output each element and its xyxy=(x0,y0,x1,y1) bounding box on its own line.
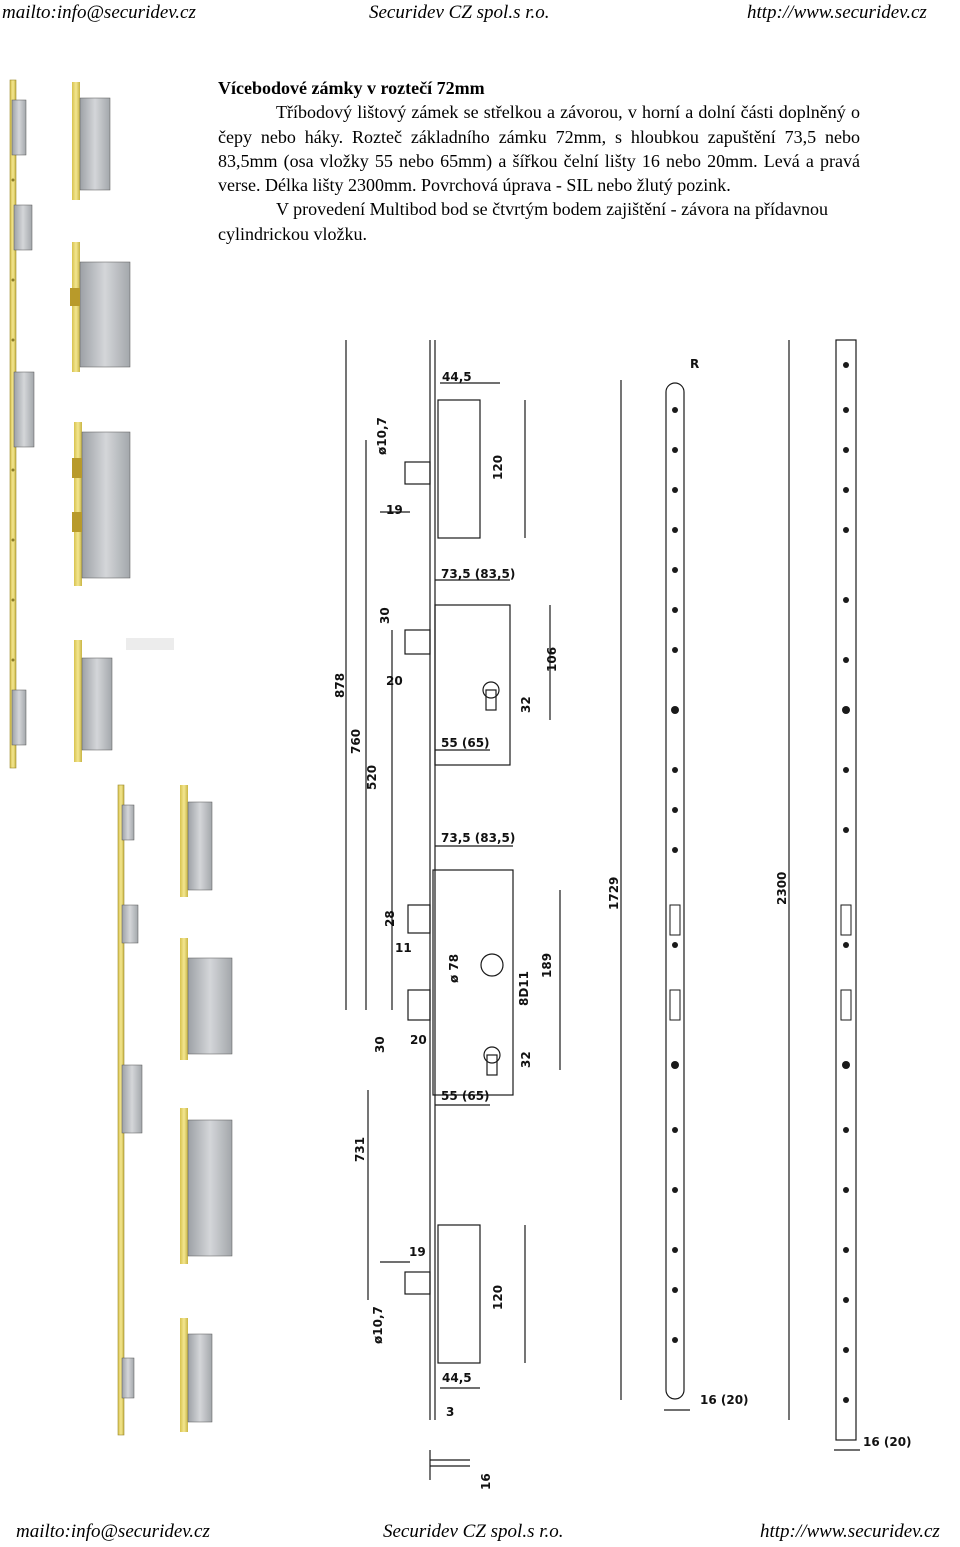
dim-28: 28 xyxy=(383,910,397,927)
strip-slots xyxy=(669,904,852,1021)
dim-r: R xyxy=(690,357,699,371)
intro-paragraph-2: V provedení Multibod bod se čtvrtým bode… xyxy=(218,199,829,244)
header-mail-link[interactable]: mailto:info@securidev.cz xyxy=(2,2,196,23)
dim-44-5-top: 44,5 xyxy=(442,370,472,384)
section-title: Vícebodové zámky v roztečí 72mm xyxy=(218,78,485,98)
dim-73-5-b: 73,5 (83,5) xyxy=(441,831,515,845)
dim-30-b: 30 xyxy=(373,1036,387,1053)
lock-photo-1 xyxy=(9,79,35,769)
lock-photo-4 xyxy=(180,785,233,1432)
dim-8d11: 8D11 xyxy=(517,971,531,1006)
intro-paragraph-1: Tříbodový lištový zámek se střelkou a zá… xyxy=(218,102,860,196)
dim-106: 106 xyxy=(545,647,559,672)
dim-32-a: 32 xyxy=(519,696,533,713)
dim-16: 16 xyxy=(479,1473,493,1490)
dim-16-20-a: 16 (20) xyxy=(700,1393,749,1407)
intro-text: Vícebodové zámky v roztečí 72mm Tříbodov… xyxy=(218,76,860,246)
strip-holes xyxy=(671,362,850,1403)
dim-120-bottom: 120 xyxy=(491,1285,505,1310)
dim-73-5-a: 73,5 (83,5) xyxy=(441,567,515,581)
dim-731: 731 xyxy=(353,1137,367,1162)
dim-189: 189 xyxy=(540,953,554,978)
dim-44-5-bottom: 44,5 xyxy=(442,1371,472,1385)
dim-20-b: 20 xyxy=(410,1033,427,1047)
dim-d78: ø 78 xyxy=(447,954,461,983)
dim-19-top: 19 xyxy=(386,503,403,517)
dim-520: 520 xyxy=(365,765,379,790)
dim-30-a: 30 xyxy=(378,607,392,624)
dim-878: 878 xyxy=(333,673,347,698)
dim-55-a: 55 (65) xyxy=(441,736,490,750)
dim-d10-7-top: ø10,7 xyxy=(375,417,389,455)
dim-32-b: 32 xyxy=(519,1051,533,1068)
dim-d10-7-bottom: ø10,7 xyxy=(371,1306,385,1344)
page-header: mailto:info@securidev.cz Securidev CZ sp… xyxy=(0,2,960,26)
page-footer: mailto:info@securidev.cz Securidev CZ sp… xyxy=(0,1521,960,1545)
dim-20-a: 20 xyxy=(386,674,403,688)
dim-11: 11 xyxy=(395,941,412,955)
dim-1729: 1729 xyxy=(607,877,621,910)
drawing-main xyxy=(345,339,860,1480)
dim-120-top: 120 xyxy=(491,455,505,480)
header-web-link[interactable]: http://www.securidev.cz xyxy=(747,2,927,23)
lock-photo-2 xyxy=(70,82,174,762)
footer-web-link[interactable]: http://www.securidev.cz xyxy=(760,1521,940,1542)
dim-19-bottom: 19 xyxy=(409,1245,426,1259)
dim-55-b: 55 (65) xyxy=(441,1089,490,1103)
lock-photo-3 xyxy=(117,784,143,1436)
header-company: Securidev CZ spol.s r.o. xyxy=(369,2,550,23)
dim-16-20-b: 16 (20) xyxy=(863,1435,912,1449)
footer-mail-link[interactable]: mailto:info@securidev.cz xyxy=(16,1521,210,1542)
footer-company: Securidev CZ spol.s r.o. xyxy=(383,1521,564,1542)
dim-3: 3 xyxy=(446,1405,454,1419)
dim-2300: 2300 xyxy=(775,872,789,905)
dim-760: 760 xyxy=(349,729,363,754)
